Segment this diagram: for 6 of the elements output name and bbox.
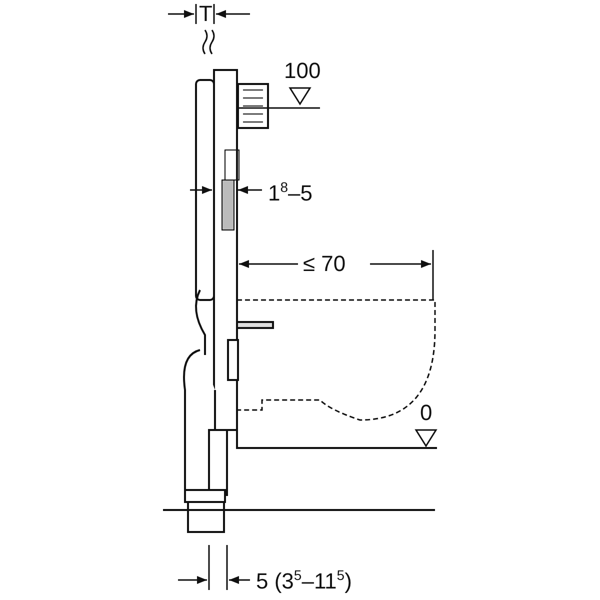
level-label: 0 bbox=[420, 402, 432, 424]
dimension-label: ≤ 70 bbox=[303, 253, 346, 275]
dimension-label: T bbox=[199, 3, 212, 25]
dimension-label: 1$^{8}$–5 bbox=[268, 180, 313, 204]
level-label: 100 bbox=[284, 60, 321, 82]
dimension-label: 5 (3$^{5}$–11$^{5}$) bbox=[256, 568, 352, 592]
